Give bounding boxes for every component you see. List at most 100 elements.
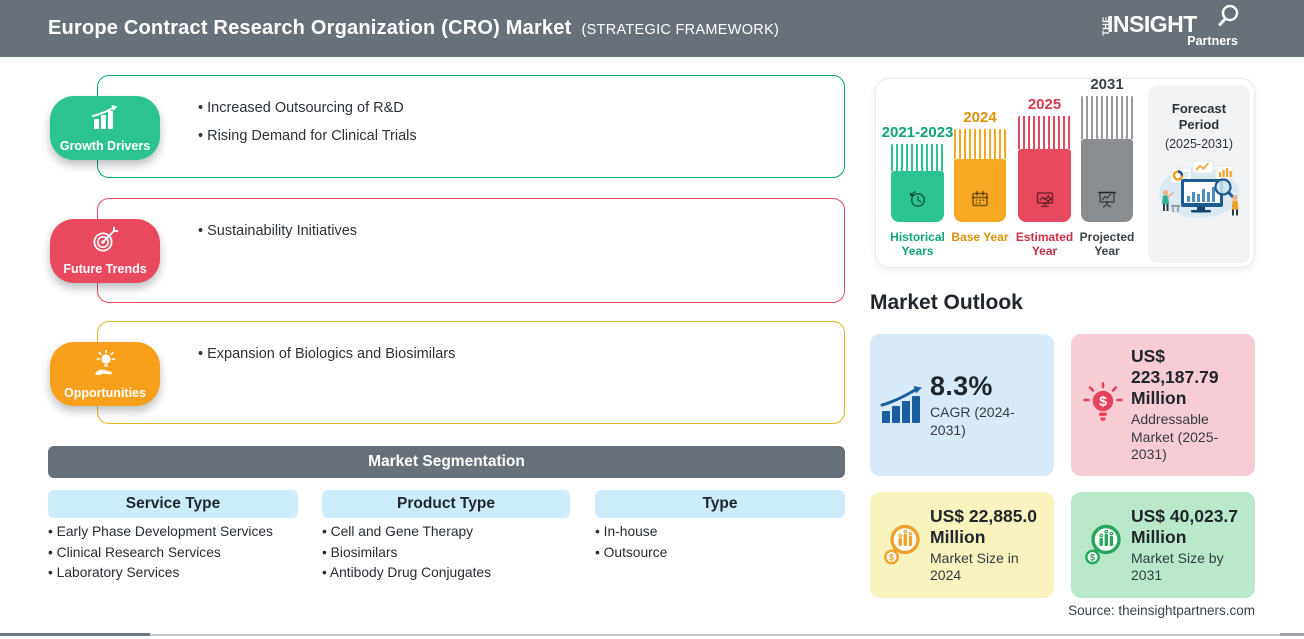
list-item: Biosimilars [322, 543, 584, 564]
card-text: US$ 22,885.0 Million Market Size in 2024 [930, 506, 1046, 585]
future-trends-box: Sustainability Initiatives [97, 198, 845, 303]
market-size-2031-card: $ US$ 40,023.7 Million Market Size by 20… [1071, 492, 1255, 598]
market-size-2024-card: $ US$ 22,885.0 Million Market Size in 20… [870, 492, 1054, 598]
list-item: Antibody Drug Conjugates [322, 563, 584, 584]
projection-screen-icon [1096, 188, 1118, 215]
card-text: 8.3% CAGR (2024-2031) [930, 371, 1046, 439]
timeline-year-label: 2025 [1027, 96, 1062, 113]
list-item: Early Phase Development Services [48, 522, 310, 543]
analytics-illustration [1148, 159, 1250, 226]
addressable-market-caption: Addressable Market (2025-2031) [1131, 411, 1219, 463]
pill-label: Opportunities [64, 386, 146, 400]
growth-bars-icon [874, 385, 930, 425]
list-item: Outsource [595, 543, 857, 564]
market-outlook-title: Market Outlook [870, 291, 1023, 314]
cagr-card: 8.3% CAGR (2024-2031) [870, 334, 1054, 476]
timeline-caption: Historical Years [890, 230, 945, 258]
list-item: In-house [595, 522, 857, 543]
timeline-caption: Projected Year [1079, 230, 1135, 258]
target-icon [90, 226, 120, 259]
timeline-bar-projected: 2031 [1081, 76, 1133, 222]
market-size-2024-caption: Market Size in 2024 [930, 549, 1019, 584]
svg-text:$: $ [1090, 553, 1095, 563]
monitor-analytics-icon [1034, 188, 1056, 215]
addressable-market-card: $ US$ 223,187.79 Million Addressable Mar… [1071, 334, 1255, 476]
magnifier-chart-icon: $ [1075, 522, 1131, 568]
timeline-year-label: 2024 [963, 109, 997, 126]
page-subtitle: (STRATEGIC FRAMEWORK) [581, 22, 780, 38]
growth-chart-icon [88, 104, 122, 136]
addressable-market-value: US$ 223,187.79 Million [1131, 346, 1219, 409]
opportunities-list: Expansion of Biologics and Biosimilars [98, 322, 844, 368]
market-size-2024-value: US$ 22,885.0 Million [930, 505, 1038, 547]
bar-body [954, 159, 1006, 222]
header-titles: Europe Contract Research Organization (C… [48, 17, 779, 40]
timeline-year-label: 2031 [1090, 76, 1124, 93]
logo-partners-text: Partners [1187, 34, 1238, 48]
bar-stripes [891, 144, 944, 171]
timeline-year-label: 2021-2023 [881, 124, 954, 141]
market-segmentation-bar: Market Segmentation [48, 446, 845, 478]
product-type-list: Cell and Gene Therapy Biosimilars Antibo… [322, 522, 584, 584]
clock-history-icon [907, 188, 929, 215]
bottom-edge-right [1280, 633, 1304, 636]
cagr-caption: CAGR (2024-2031) [930, 404, 1015, 438]
timeline-card: 2021-2023 2024 2 [875, 76, 1255, 268]
segment-header-label: Type [702, 495, 738, 512]
segment-header-type: Type [595, 490, 845, 518]
segment-header-product-type: Product Type [322, 490, 570, 518]
timeline-bar [1081, 96, 1133, 222]
pill-label: Future Trends [63, 262, 147, 276]
source-attribution: Source: theinsightpartners.com [1068, 603, 1255, 618]
forecast-period-panel: Forecast Period (2025-2031) [1148, 85, 1250, 263]
calendar-icon [969, 188, 991, 215]
timeline-bar [1018, 116, 1071, 222]
segment-header-service-type: Service Type [48, 490, 298, 518]
timeline-bar-estimated: 2025 [1018, 96, 1071, 222]
timeline-bar [954, 129, 1006, 222]
insight-partners-logo: The INSIGHT Partners [1094, 4, 1246, 50]
growth-drivers-pill: Growth Drivers [50, 96, 160, 160]
opportunities-box: Expansion of Biologics and Biosimilars [97, 321, 845, 424]
segment-header-label: Product Type [397, 495, 495, 512]
forecast-period-range: (2025-2031) [1164, 137, 1234, 151]
service-type-list: Early Phase Development Services Clinica… [48, 522, 310, 584]
bulb-hand-icon [89, 348, 121, 383]
timeline-caption: Base Year [951, 230, 1009, 244]
market-size-2031-caption: Market Size by 2031 [1131, 549, 1224, 584]
growth-drivers-list: Increased Outsourcing of R&D Rising Dema… [98, 76, 844, 150]
svg-text:$: $ [1099, 393, 1107, 409]
logo-insight-text: INSIGHT [1107, 11, 1197, 37]
list-item: Cell and Gene Therapy [322, 522, 584, 543]
bar-stripes [954, 129, 1006, 159]
bulb-dollar-icon: $ [1075, 382, 1131, 428]
bar-stripes [1081, 96, 1133, 139]
segmentation-title: Market Segmentation [368, 453, 525, 470]
bar-body [1018, 149, 1071, 222]
bottom-edge-light [150, 634, 1280, 636]
list-item: Sustainability Initiatives [198, 217, 844, 245]
type-list: In-house Outsource [595, 522, 857, 563]
future-trends-pill: Future Trends [50, 219, 160, 283]
magnifier-icon [1218, 4, 1240, 36]
timeline-caption: Estimated Year [1015, 230, 1074, 258]
svg-text:$: $ [889, 553, 894, 563]
list-item: Increased Outsourcing of R&D [198, 94, 844, 122]
pill-label: Growth Drivers [59, 138, 151, 153]
timeline-bar-historical: 2021-2023 [882, 124, 953, 222]
bar-body [891, 171, 944, 222]
card-text: US$ 223,187.79 Million Addressable Marke… [1131, 346, 1247, 464]
bar-stripes [1018, 116, 1071, 149]
list-item: Clinical Research Services [48, 543, 310, 564]
market-size-2031-value: US$ 40,023.7 Million [1131, 505, 1239, 547]
growth-drivers-box: Increased Outsourcing of R&D Rising Dema… [97, 75, 845, 178]
card-text: US$ 40,023.7 Million Market Size by 2031 [1131, 506, 1247, 585]
list-item: Laboratory Services [48, 563, 310, 584]
list-item: Rising Demand for Clinical Trials [198, 122, 844, 150]
page-title: Europe Contract Research Organization (C… [48, 17, 572, 39]
bar-body [1081, 139, 1133, 222]
segment-header-label: Service Type [125, 495, 221, 512]
future-trends-list: Sustainability Initiatives [98, 199, 844, 245]
list-item: Expansion of Biologics and Biosimilars [198, 340, 844, 368]
